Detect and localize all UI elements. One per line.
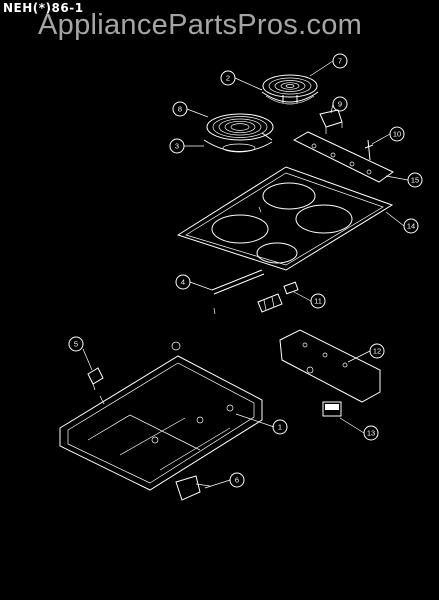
callout-7: 7	[332, 53, 348, 69]
control-knob	[319, 109, 343, 134]
svg-text:14: 14	[407, 222, 415, 231]
control-panel-strip	[292, 131, 394, 183]
callout-5: 5	[68, 336, 84, 352]
callout-13: 13	[363, 425, 379, 441]
callout-15: 15	[407, 172, 423, 188]
svg-text:3: 3	[175, 142, 179, 151]
svg-text:5: 5	[74, 340, 78, 349]
knob-clip	[364, 139, 374, 161]
callout-10: 10	[389, 126, 405, 142]
svg-text:6: 6	[235, 476, 239, 485]
header: NEH(*)86-1 AppliancePartsPros.com	[0, 0, 439, 50]
svg-text:15: 15	[411, 176, 419, 185]
small-surface-element	[262, 74, 318, 103]
callout-12: 12	[369, 343, 385, 359]
mounting-bracket-left	[87, 367, 104, 391]
large-drip-pan	[203, 139, 273, 153]
wire-harness	[211, 269, 265, 315]
mounting-bracket-bottom	[175, 475, 211, 501]
callout-1: 1	[272, 419, 288, 435]
svg-text:13: 13	[367, 429, 375, 438]
svg-text:1: 1	[278, 423, 282, 432]
svg-text:10: 10	[393, 130, 401, 139]
burner-box	[59, 341, 263, 491]
svg-text:11: 11	[314, 297, 322, 306]
model-number: NEH(*)86-1	[3, 1, 84, 15]
callout-4: 4	[175, 274, 191, 290]
callout-2: 2	[220, 70, 236, 86]
svg-text:12: 12	[373, 347, 381, 356]
callout-8: 8	[172, 101, 188, 117]
callout-11: 11	[310, 293, 326, 309]
terminal-block	[257, 281, 299, 313]
svg-text:4: 4	[181, 278, 185, 287]
callout-9: 9	[332, 96, 348, 112]
callout-3: 3	[169, 138, 185, 154]
infinite-switch	[322, 401, 342, 417]
svg-text:7: 7	[338, 57, 342, 66]
svg-text:2: 2	[226, 74, 230, 83]
cooktop-top	[176, 166, 394, 271]
callout-6: 6	[229, 472, 245, 488]
svg-text:9: 9	[338, 100, 342, 109]
large-surface-element	[206, 113, 274, 141]
callout-14: 14	[403, 218, 419, 234]
watermark: AppliancePartsPros.com	[38, 9, 363, 41]
cover-plate	[279, 329, 381, 403]
svg-text:8: 8	[178, 105, 182, 114]
leader-lines	[82, 60, 409, 489]
small-drip-pan	[261, 91, 319, 105]
